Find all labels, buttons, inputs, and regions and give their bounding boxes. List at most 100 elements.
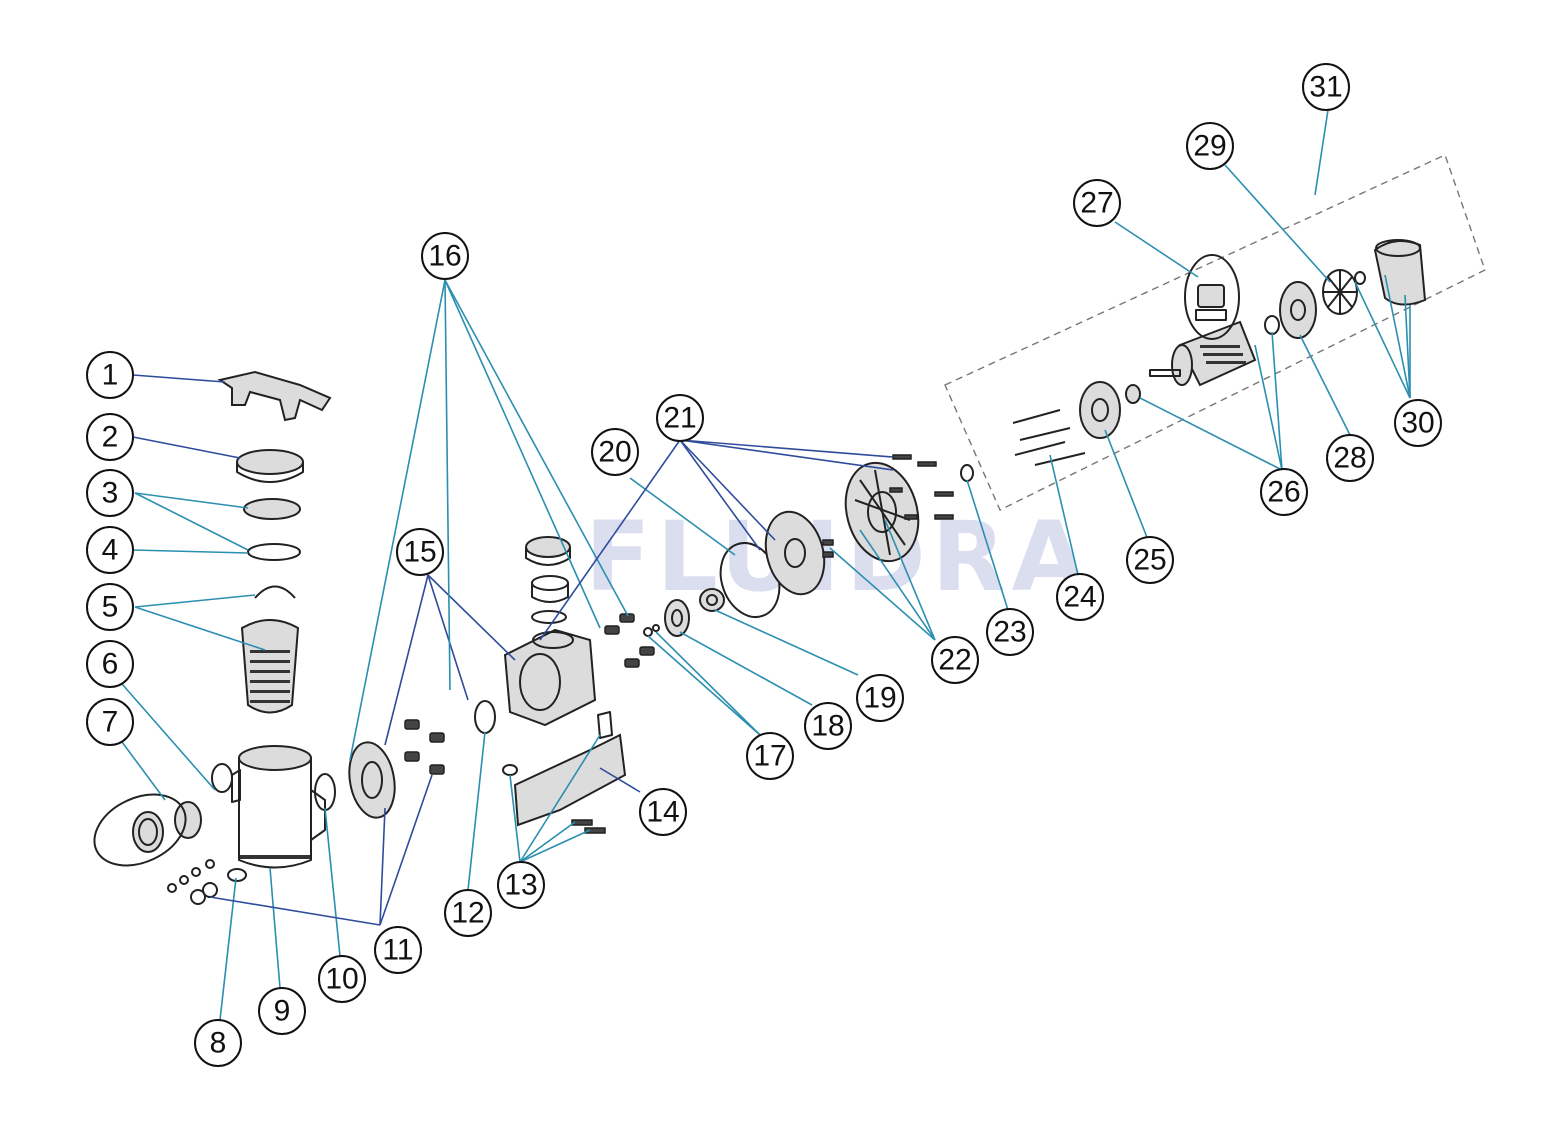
leader-8 [219,877,237,1021]
motor-assembly-dashed-box [944,154,1486,511]
leader-26a [1139,397,1283,471]
leader-21a [679,439,894,458]
callout-30: 30 [1394,399,1442,447]
callout-22: 22 [931,636,979,684]
leader-17b [655,631,761,736]
callout-24: 24 [1056,573,1104,621]
callout-label: 3 [102,477,119,510]
callout-4: 4 [86,526,134,574]
callout-label: 19 [863,682,896,715]
callout-label: 29 [1193,130,1226,163]
part-drain-plug [227,868,247,882]
leader-11a [209,896,381,926]
callout-label: 31 [1309,71,1342,104]
callout-label: 21 [663,402,696,435]
callout-17: 17 [746,732,794,780]
leader-28 [1299,334,1351,436]
callout-15: 15 [396,528,444,576]
part-flange [348,741,396,819]
part-lid-ring-nut [236,449,304,483]
part-prefilter-body [231,745,326,869]
part-volute-screws [604,613,655,668]
callout-label: 4 [102,534,119,567]
leader-23 [966,479,1009,611]
leader-14 [599,767,641,793]
leader-3b [134,492,249,551]
callout-label: 22 [938,644,971,677]
leader-21e [539,439,681,641]
leader-13a [509,774,521,863]
leader-30a [1354,281,1411,399]
leader-16c [444,279,601,629]
leader-16d [444,279,629,617]
leader-7 [121,741,166,801]
callout-29: 29 [1186,122,1234,170]
leader-19 [714,609,859,676]
callout-25: 25 [1126,536,1174,584]
part-seal-plate [764,510,826,596]
callout-label: 26 [1267,476,1300,509]
callout-26: 26 [1260,468,1308,516]
callout-12: 12 [444,889,492,937]
leader-16a [349,279,446,761]
callout-2: 2 [86,413,134,461]
callout-label: 18 [811,710,844,743]
callout-label: 23 [993,616,1026,649]
leader-10 [324,807,341,957]
leader-27 [1114,221,1199,278]
leader-21d [679,439,761,551]
leader-21c [679,439,776,541]
callout-8: 8 [194,1019,242,1067]
callout-27: 27 [1073,179,1121,227]
leader-4 [132,549,249,554]
part-motor-support [513,711,627,827]
part-tie-rods [1012,409,1086,466]
part-terminal-box [1184,254,1240,340]
leader-11b [379,807,386,926]
callout-label: 7 [102,706,119,739]
callout-label: 8 [210,1027,227,1060]
leader-21b [679,439,894,471]
leader-9 [269,867,281,989]
callout-label: 6 [102,648,119,681]
leader-22a [829,547,936,641]
part-motor-end-shield [1079,381,1121,439]
part-flange-bolts [404,719,445,775]
callout-6: 6 [86,640,134,688]
callout-1: 1 [86,351,134,399]
leader-15b [427,574,469,701]
leader-15c [427,574,516,661]
leader-17a [647,635,761,736]
leader-22b [859,529,936,641]
leader-2 [132,436,241,459]
callout-3: 3 [86,469,134,517]
callout-14: 14 [639,788,687,836]
callout-16: 16 [421,232,469,280]
callout-13: 13 [497,861,545,909]
callout-label: 28 [1333,442,1366,475]
callout-label: 14 [646,796,679,829]
part-bracket-screws [822,454,954,558]
leader-3a [134,492,249,509]
part-cooling-fan [1322,269,1358,315]
callout-19: 19 [856,674,904,722]
leader-5a [134,594,256,608]
leader-1 [132,374,226,383]
leader-11c [379,774,433,926]
callout-31: 31 [1302,63,1350,111]
callout-label: 12 [451,897,484,930]
leader-15a [384,574,429,746]
part-mechanical-seal [699,588,725,612]
callout-label: 9 [274,995,291,1028]
leader-31 [1314,109,1329,196]
part-lid-handle [217,370,332,422]
part-union-fittings [93,763,233,867]
callout-label: 13 [504,869,537,902]
callout-9: 9 [258,987,306,1035]
leader-26b [1254,344,1283,471]
part-volute-o-ring [474,700,496,734]
callout-20: 20 [591,428,639,476]
callout-23: 23 [986,608,1034,656]
callout-18: 18 [804,702,852,750]
